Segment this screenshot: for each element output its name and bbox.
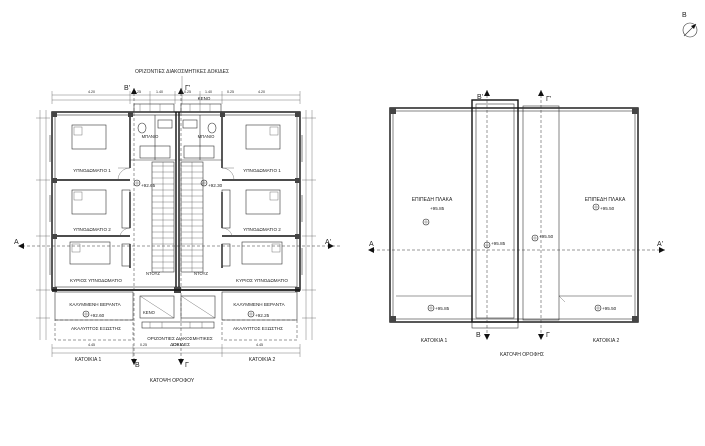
roof-section-label-a-prime: Α' <box>657 241 663 248</box>
level-label-veranda-left: +92.60 <box>90 313 105 318</box>
roof-section-label-g-prime: Γ' <box>546 96 551 103</box>
roof-section-lines <box>368 90 665 340</box>
beams-top-label: ΟΡΙΖΟΝΤΙΕΣ ΔΙΑΚΟΣΜΗΤΙΚΕΣ ΔΟΚΙΔΕΣ <box>135 69 229 75</box>
section-label-a: Α <box>14 239 19 246</box>
dim-label: 1.40 <box>156 90 163 94</box>
master-bedroom-label-h2: ΚΥΡΙΟΣ ΥΠΝΟΔΩΜΑΤΙΟ <box>236 278 288 283</box>
center-level-left: +95.85 <box>491 241 506 246</box>
section-label-a-prime: Α' <box>325 239 331 246</box>
dim-label: 0.25 <box>134 90 141 94</box>
dim-label: 4.20 <box>88 90 95 94</box>
slab-level-left: +95.85 <box>430 206 445 211</box>
house1-label: ΚΑΤΟΙΚΙΑ 1 <box>75 357 102 363</box>
dim-label: 0.25 <box>227 90 234 94</box>
section-label-b: Β <box>135 362 140 369</box>
bedroom1-label-h2: ΥΠΝΟΔΩΜΑΤΙΟ 1 <box>243 168 281 173</box>
section-label-b-prime: Β' <box>124 85 130 92</box>
bedroom2-label-h2: ΥΠΝΟΔΩΜΑΤΙΟ 2 <box>243 227 281 232</box>
level-label-veranda-right: +92.25 <box>255 313 270 318</box>
open-balcony-1 <box>54 319 134 341</box>
bathroom-fixtures <box>137 119 217 159</box>
north-arrow-icon: Β <box>682 12 698 38</box>
level-markers <box>82 179 255 318</box>
roof-plan-title: ΚΑΤΟΨΗ ΟΡΟΦΗΣ <box>500 352 544 358</box>
bottom-level-left: +95.85 <box>435 306 450 311</box>
dim-label: 3.20 <box>172 343 179 347</box>
flat-slab-label-left: ΕΠΙΠΕΔΗ ΠΛΑΚΑ <box>412 197 453 203</box>
level-label-left: +92.65 <box>141 183 156 188</box>
veranda-label-h2: ΚΑΛΥΜΜΕΝΗ ΒΕΡΑΝΤΑ <box>233 302 285 307</box>
uncovered-balcony-label-h1: ΑΚΑΛΥΠΤΟΣ ΕΞΩΣΤΗΣ <box>71 326 121 331</box>
dim-label: 4.45 <box>256 343 263 347</box>
section-label-g: Γ <box>185 362 189 369</box>
roof-section-label-a: Α <box>369 241 374 248</box>
covered-veranda-1 <box>54 291 134 321</box>
open-balcony-2 <box>221 319 298 341</box>
roof-volume-left <box>471 99 519 323</box>
house2-label: ΚΑΤΟΙΚΙΑ 2 <box>249 357 276 363</box>
dim-label: 1.40 <box>205 90 212 94</box>
master-bedroom-label-h1: ΚΥΡΙΟΣ ΥΠΝΟΔΩΜΑΤΙΟ <box>70 278 122 283</box>
flat-slab-label-right: ΕΠΙΠΕΔΗ ΠΛΑΚΑ <box>585 197 626 203</box>
void-bottom-label: ΚΕΝΟ <box>143 310 156 315</box>
bathroom-2-label: ΜΠΑΝΙΟ <box>198 134 215 139</box>
north-letter: Β <box>682 12 687 19</box>
dim-label: 4.20 <box>258 90 265 94</box>
bottom-level-right: +95.50 <box>602 306 617 311</box>
door-swings <box>117 167 235 237</box>
bedroom2-label-h1: ΥΠΝΟΔΩΜΑΤΙΟ 2 <box>73 227 111 232</box>
roof-level-markers <box>422 203 602 312</box>
side-dimension-chains <box>36 110 316 340</box>
roof-section-label-g: Γ <box>546 332 550 339</box>
level-label-right: +92.30 <box>208 183 223 188</box>
staircase <box>151 161 204 273</box>
bed-furniture <box>69 124 283 265</box>
void-top-label: ΚΕΝΟ <box>198 96 211 101</box>
beams-bottom-label-line1: ΟΡΙΖΟΝΤΙΕΣ ΔΙΑΚΟΣΜΗΤΙΚΕΣ <box>147 336 213 341</box>
wardrobe-label-1: ΝΤΟΥΖ <box>146 271 160 276</box>
bedroom1-label-h1: ΥΠΝΟΔΩΜΑΤΙΟ 1 <box>73 168 111 173</box>
roof-section-label-b-prime: Β' <box>477 94 483 101</box>
bathroom-1-label: ΜΠΑΝΙΟ <box>142 134 159 139</box>
veranda-label-h1: ΚΑΛΥΜΜΕΝΗ ΒΕΡΑΝΤΑ <box>69 302 121 307</box>
roof-plan: Α Α' Β' Γ' Β Γ ΕΠΙΠΕΔΗ ΠΛΑΚΑ ΕΠΙΠΕΔΗ ΠΛΑ… <box>368 90 665 358</box>
stair-treads <box>152 165 203 269</box>
section-lines <box>18 88 340 365</box>
section-label-g-prime: Γ' <box>185 85 190 92</box>
dim-label: 0.25 <box>184 90 191 94</box>
slab-level-right: +95.50 <box>600 206 615 211</box>
roof-house2-label: ΚΑΤΟΙΚΙΑ 2 <box>593 338 620 344</box>
dim-label: 4.45 <box>88 343 95 347</box>
beams-bottom-label-line2: ΔΟΚΙΔΕΣ <box>170 342 190 347</box>
wardrobe-label-2: ΝΤΟΥΖ <box>194 271 208 276</box>
top-dimension-chain: 4.20 0.25 1.40 0.25 1.40 0.25 4.20 <box>51 90 301 104</box>
uncovered-balcony-label-h2: ΑΚΑΛΥΠΤΟΣ ΕΞΩΣΤΗΣ <box>233 326 283 331</box>
roof-house1-label: ΚΑΤΟΙΚΙΑ 1 <box>421 338 448 344</box>
plan-title: ΚΑΤΟΨΗ ΟΡΟΦΟΥ <box>150 378 195 384</box>
center-level-right: +95.50 <box>539 234 554 239</box>
upper-floor-plan: 4.20 0.25 1.40 0.25 1.40 0.25 4.20 <box>14 69 340 384</box>
roof-section-label-b: Β <box>476 332 481 339</box>
windows <box>49 135 303 275</box>
dim-label: 0.25 <box>140 343 147 347</box>
